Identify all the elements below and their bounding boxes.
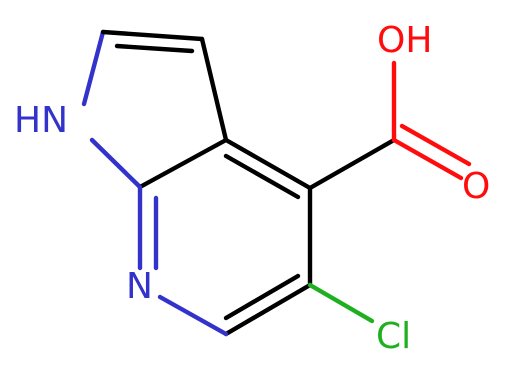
atom-nh-label: HN xyxy=(14,100,68,141)
bond-n1-c7a xyxy=(89,137,143,190)
bond-c3a-c4-double xyxy=(223,153,301,200)
atom-oh-label: OH xyxy=(377,20,432,61)
bond-c5-c6-double xyxy=(223,273,301,321)
bond-c2-c3 xyxy=(100,29,205,42)
bond-c6-n7 xyxy=(157,294,229,337)
bond-c3-c3a xyxy=(199,36,229,143)
bond-c5-cl xyxy=(307,282,375,324)
atom-n-label: N xyxy=(126,266,153,307)
bond-c5-c6 xyxy=(223,282,313,337)
bond-n1-c2 xyxy=(81,29,106,107)
bond-c7a-c3a xyxy=(137,137,229,190)
bond-c-o-double-a xyxy=(391,137,464,181)
bond-c-o-double-b xyxy=(399,123,472,167)
bond-c4-ccooh xyxy=(307,137,397,191)
bond-c3a-c4 xyxy=(223,137,313,191)
atom-cl-label: Cl xyxy=(376,316,411,357)
atom-o-label: O xyxy=(462,166,490,207)
bond-c2-c3-double xyxy=(114,43,195,54)
